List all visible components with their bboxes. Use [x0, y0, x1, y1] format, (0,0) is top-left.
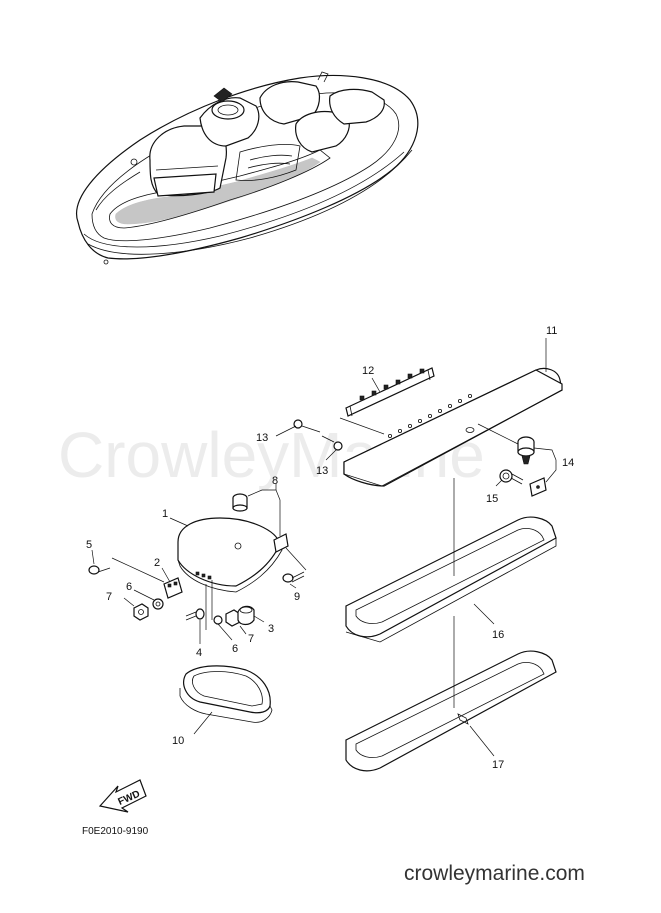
- part-9-screw: [282, 571, 305, 583]
- fwd-arrow-icon: FWD: [98, 779, 147, 813]
- leader-lines: [91, 338, 557, 757]
- callout-3: 3: [268, 623, 274, 635]
- part-16-gasket: [345, 516, 557, 643]
- callout-1: 1: [162, 508, 168, 520]
- callout-6-right: 6: [232, 643, 238, 655]
- part-4-bolt: [185, 608, 205, 621]
- part-12-hinge: [345, 367, 435, 417]
- callout-5: 5: [86, 539, 92, 551]
- callout-9: 9: [294, 591, 300, 603]
- part-14-latch: [517, 436, 547, 497]
- part-8-latch: [232, 493, 289, 553]
- callout-12: 12: [362, 365, 374, 377]
- part-6-washer-left: [152, 598, 164, 610]
- part-10-gasket: [179, 665, 273, 723]
- part-17-gasket: [345, 650, 557, 772]
- callout-13-left: 13: [256, 432, 268, 444]
- callout-4: 4: [196, 647, 202, 659]
- part-1-hatch-lid: [177, 517, 283, 593]
- callout-11: 11: [546, 325, 557, 337]
- part-15-bolt: [499, 469, 524, 485]
- part-5-screw: [88, 565, 111, 575]
- callout-labels: 1 2 3 4 5 6 6 7 7 8 9 10 11 12 13 13 14 …: [86, 325, 574, 771]
- callout-15: 15: [486, 493, 498, 505]
- callout-7-left: 7: [106, 591, 112, 603]
- part-2-hinge-bracket: [163, 577, 183, 599]
- callout-16: 16: [492, 629, 504, 641]
- callout-10: 10: [172, 735, 184, 747]
- callout-7-right: 7: [248, 633, 254, 645]
- part-6-washer-right: [213, 615, 223, 625]
- website-link[interactable]: crowleymarine.com: [404, 862, 585, 885]
- callout-13-right: 13: [316, 465, 328, 477]
- callout-6-left: 6: [126, 581, 132, 593]
- part-13-screws: [293, 419, 343, 451]
- callout-2: 2: [154, 557, 160, 569]
- diagram-code: F0E2010-9190: [82, 826, 149, 837]
- part-3-spacer: [237, 605, 255, 626]
- part-11-storage-lid: [343, 367, 563, 487]
- part-7-nut-left: [133, 603, 149, 621]
- boat-illustration: [76, 71, 419, 265]
- callout-14: 14: [562, 457, 574, 469]
- callout-17: 17: [492, 759, 504, 771]
- callout-8: 8: [272, 475, 278, 487]
